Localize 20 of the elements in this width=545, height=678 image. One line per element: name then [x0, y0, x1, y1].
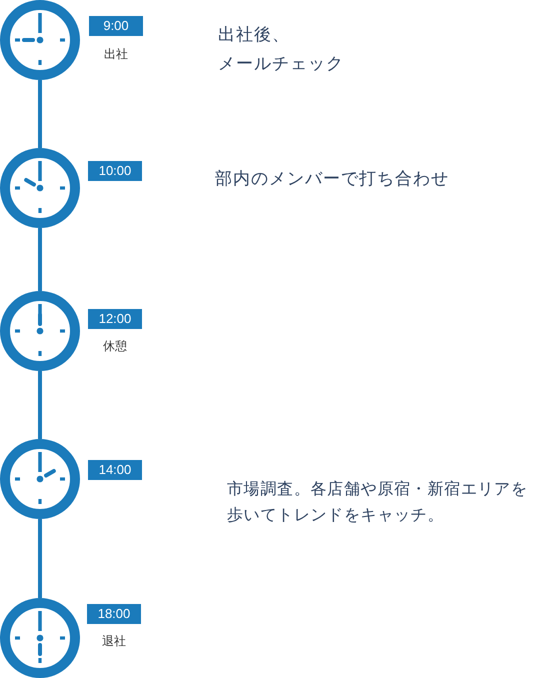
- node-label: 休憩: [103, 338, 127, 354]
- time-badge: 12:00: [88, 309, 142, 329]
- clock-icon: [0, 0, 80, 80]
- time-badge: 10:00: [88, 161, 142, 181]
- description-text: 出社後、メールチェック: [218, 24, 345, 76]
- time-badge: 18:00: [87, 604, 141, 624]
- time-badge: 9:00: [89, 16, 143, 36]
- description-text: 市場調査。各店舗や原宿・新宿エリアを歩いてトレンドをキャッチ。: [227, 478, 529, 526]
- clock-icon: [0, 148, 80, 228]
- clock-icon: [0, 439, 80, 519]
- description-text: 部内のメンバーで打ち合わせ: [215, 168, 450, 191]
- clock-icon: [0, 291, 80, 371]
- node-label: 退社: [102, 633, 126, 649]
- time-badge: 14:00: [88, 460, 142, 480]
- clock-icon: [0, 598, 80, 678]
- connector-line: [38, 371, 42, 439]
- connector-line: [38, 228, 42, 291]
- connector-line: [38, 80, 42, 148]
- connector-line: [38, 519, 42, 598]
- node-label: 出社: [104, 46, 128, 62]
